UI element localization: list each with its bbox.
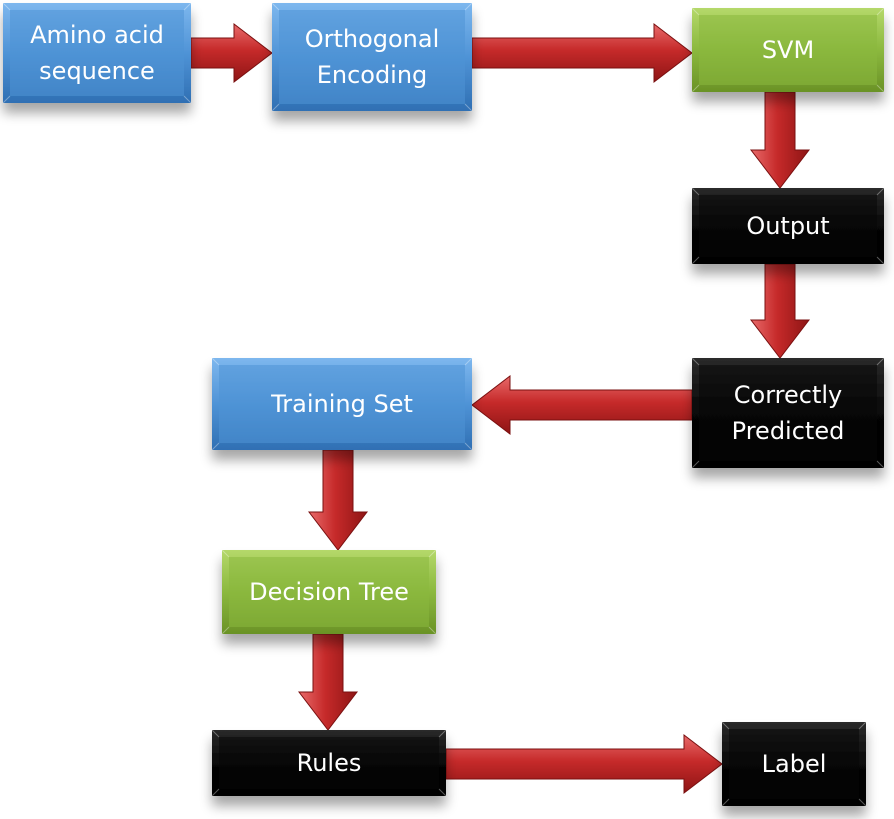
node-bevel	[10, 10, 184, 96]
node-label: sequence	[39, 57, 155, 85]
node-bevel-edge	[691, 187, 700, 196]
arrow-decision-to-rules	[297, 633, 359, 731]
node-label: Encoding	[317, 61, 428, 89]
node-label: Training Set	[270, 390, 413, 418]
node-bevel-edge	[211, 357, 220, 366]
node-bevel-edge	[221, 549, 230, 558]
arrow-output-to-correct	[749, 263, 811, 359]
node-label: SVM	[762, 36, 814, 64]
arrow-orthogonal-to-svm	[471, 22, 693, 84]
node-bevel-edge	[876, 84, 885, 93]
node-amino: Amino acid sequence	[2, 2, 192, 104]
node-bevel-edge	[438, 729, 447, 738]
node-bevel	[699, 15, 877, 85]
node-label: Decision Tree	[249, 578, 409, 606]
node-label: Predicted	[732, 417, 845, 445]
node-bevel-edge	[691, 357, 700, 366]
node-bevel-edge	[876, 460, 885, 469]
node-bevel-edge	[211, 729, 220, 738]
node-label: Label	[762, 750, 827, 778]
node-rules: Rules	[211, 729, 447, 797]
node-bevel-edge	[876, 187, 885, 196]
node-bevel-edge	[691, 7, 700, 16]
arrow-amino-to-orthogonal	[190, 22, 273, 84]
node-label: Amino acid	[30, 21, 164, 49]
node-bevel-edge	[464, 2, 473, 11]
node-label: Output	[746, 212, 829, 240]
node-bevel-edge	[271, 103, 280, 112]
node-bevel-edge	[183, 2, 192, 11]
arrow-rules-to-label	[445, 733, 723, 795]
node-bevel-edge	[721, 798, 730, 807]
arrow-svm-to-output	[749, 91, 811, 189]
node-bevel	[279, 10, 465, 104]
node-svm: SVM	[691, 7, 885, 93]
node-bevel	[219, 365, 465, 443]
node-bevel-edge	[858, 798, 867, 807]
node-bevel-edge	[464, 442, 473, 451]
arrow-training-to-decision	[307, 449, 369, 551]
node-bevel-edge	[876, 357, 885, 366]
node-label: Correctly	[734, 381, 842, 409]
node-label: Orthogonal	[305, 25, 440, 53]
node-bevel-edge	[876, 7, 885, 16]
node-training: Training Set	[211, 357, 473, 451]
node-bevel-edge	[2, 2, 11, 11]
node-bevel-edge	[211, 442, 220, 451]
node-bevel	[229, 557, 429, 627]
node-bevel-edge	[428, 626, 437, 635]
node-label: Label	[721, 721, 867, 807]
arrow-correct-to-training	[471, 374, 693, 436]
node-bevel-edge	[221, 626, 230, 635]
node-bevel-edge	[464, 357, 473, 366]
node-bevel-edge	[211, 788, 220, 797]
node-bevel-edge	[428, 549, 437, 558]
node-bevel-edge	[2, 95, 11, 104]
node-bevel-edge	[858, 721, 867, 730]
node-bevel	[699, 365, 877, 461]
node-decision: Decision Tree	[221, 549, 437, 635]
node-bevel-edge	[183, 95, 192, 104]
node-bevel-edge	[691, 256, 700, 265]
node-bevel-edge	[691, 84, 700, 93]
node-bevel	[729, 729, 859, 799]
node-output: Output	[691, 187, 885, 265]
edges-layer	[190, 22, 811, 795]
node-bevel-edge	[691, 460, 700, 469]
node-bevel	[699, 195, 877, 257]
node-bevel	[219, 737, 439, 789]
node-bevel-edge	[464, 103, 473, 112]
node-bevel-edge	[721, 721, 730, 730]
node-bevel-edge	[876, 256, 885, 265]
node-bevel-edge	[438, 788, 447, 797]
node-bevel-edge	[271, 2, 280, 11]
node-label: Rules	[297, 749, 362, 777]
